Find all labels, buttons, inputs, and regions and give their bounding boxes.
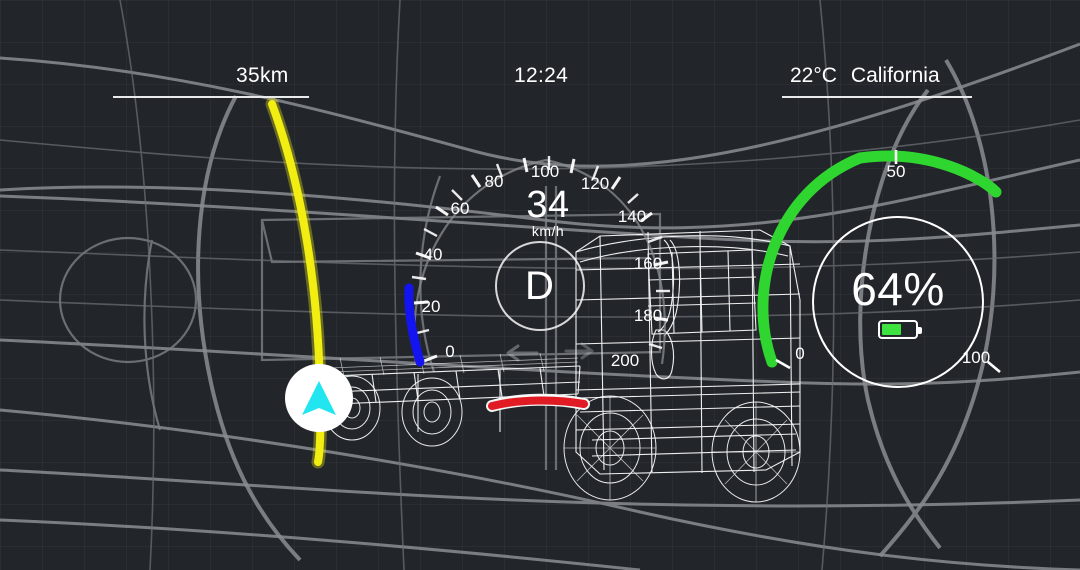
weather-location-readout: 22°C California bbox=[790, 64, 940, 88]
arrow-left-icon bbox=[506, 344, 539, 362]
speed-unit: km/h bbox=[531, 223, 565, 239]
navigation-arrow-icon bbox=[302, 381, 336, 415]
battery-tick-0: 0 bbox=[795, 344, 805, 363]
speed-readout: 34 km/h bbox=[506, 184, 590, 240]
arrow-right-icon bbox=[564, 342, 594, 360]
distance-readout: 35km bbox=[236, 64, 289, 87]
speed-value: 34 bbox=[526, 184, 570, 226]
speed-tick-180: 180 bbox=[633, 306, 663, 325]
speed-tick-100: 100 bbox=[530, 162, 560, 181]
battery-icon bbox=[878, 319, 922, 339]
distance-underline bbox=[113, 96, 309, 98]
weather-underline bbox=[782, 96, 972, 98]
battery-tick-50: 50 bbox=[886, 162, 906, 181]
speed-tick-40: 40 bbox=[423, 245, 443, 264]
battery-percent: 64% bbox=[851, 262, 945, 315]
clock-readout: 12:24 bbox=[514, 64, 569, 87]
speed-tick-20: 20 bbox=[421, 297, 441, 316]
speed-tick-80: 80 bbox=[484, 172, 504, 191]
speed-tick-160: 160 bbox=[633, 254, 663, 273]
speed-tick-0: 0 bbox=[445, 342, 455, 361]
speed-tick-140: 140 bbox=[617, 207, 647, 226]
battery-display: 64% bbox=[812, 216, 984, 388]
location-readout: California bbox=[850, 64, 940, 87]
gear-indicator: D bbox=[495, 241, 585, 331]
navigation-marker[interactable] bbox=[285, 364, 353, 432]
battery-tick-100: 100 bbox=[961, 348, 991, 367]
speed-tick-200: 200 bbox=[610, 351, 640, 370]
speed-tick-120: 120 bbox=[580, 174, 610, 193]
speed-tick-60: 60 bbox=[450, 199, 470, 218]
temperature-readout: 22°C bbox=[790, 64, 837, 87]
